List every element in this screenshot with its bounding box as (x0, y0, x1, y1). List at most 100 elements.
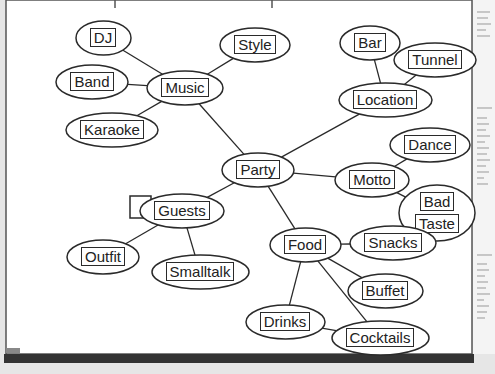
branch-line (128, 84, 148, 85)
illegible-notes (477, 12, 492, 318)
branch-line (322, 328, 337, 330)
ellipse-outline (152, 255, 249, 289)
mind-map-node: Buffet (347, 273, 424, 309)
mind-map-node: Location (338, 82, 433, 118)
branch-line (137, 101, 162, 115)
mind-map-node: Bar (339, 25, 401, 61)
paper-sheets (473, 0, 495, 354)
mind-map-node: Drinks (245, 304, 326, 340)
node-label: DJ (90, 28, 116, 47)
node-text-holder: Style (234, 34, 275, 56)
branch-line (340, 243, 350, 245)
mind-map-node: Snacks (349, 225, 437, 261)
ellipse-outline (222, 153, 294, 187)
ellipse-outline (335, 163, 409, 197)
branch-line (207, 58, 233, 74)
ellipse-outline (67, 240, 139, 274)
node-label: Cocktails (346, 328, 415, 347)
node-text-holder: Food (284, 234, 326, 256)
branch-line (394, 159, 407, 167)
mind-map-node: Band (55, 64, 129, 100)
node-label: Party (236, 160, 279, 179)
node-label: Drinks (260, 312, 311, 331)
eraser (6, 348, 20, 353)
node-label: Location (353, 90, 418, 109)
node-label: Guests (154, 201, 210, 220)
branch-line (187, 228, 195, 255)
ellipse-outline (66, 113, 158, 147)
ellipse-outline (390, 128, 470, 162)
branch-line (281, 114, 359, 157)
ellipse-outline (332, 321, 429, 355)
node-label: Style (234, 35, 275, 54)
mind-map-node: Smalltalk (151, 254, 250, 290)
mind-map-node: Guests (139, 193, 225, 229)
node-text-holder: Dance (404, 134, 455, 156)
ellipse-outline (76, 21, 131, 55)
node-label: Bad Taste (415, 192, 459, 233)
frame-tick (271, 0, 273, 8)
node-label: Band (70, 72, 113, 91)
node-label: Karaoke (80, 120, 144, 139)
node-text-holder: Drinks (260, 311, 311, 333)
node-text-holder: Cocktails (346, 327, 415, 349)
mind-map-node: Food (269, 227, 342, 263)
node-text-holder: DJ (90, 27, 116, 49)
mind-map-node: Style (219, 27, 291, 63)
node-text-holder: Karaoke (80, 119, 144, 141)
node-label: Snacks (364, 233, 421, 252)
ellipse-outline (140, 194, 224, 228)
ellipse-outline (340, 26, 400, 60)
ellipse-outline (56, 65, 128, 99)
branch-line (289, 262, 300, 305)
branch-line (199, 104, 244, 155)
mind-map-node: Dance (389, 127, 471, 163)
branch-line (123, 50, 163, 74)
ellipse-outline (220, 28, 290, 62)
mind-map-node: Tunnel (393, 42, 477, 78)
node-text-holder: Music (161, 77, 208, 99)
branch-line (404, 75, 416, 84)
mind-map-node: Karaoke (65, 112, 159, 148)
mind-map-node: Music (146, 70, 224, 106)
ellipse-outline (147, 71, 223, 105)
branch-line (397, 193, 406, 198)
branch-line (328, 258, 362, 278)
mind-map-node: Party (221, 152, 295, 188)
branch-line (293, 173, 335, 177)
ellipse-outline (270, 228, 341, 262)
node-text-holder: Motto (349, 169, 395, 191)
ellipse-outline (348, 274, 423, 308)
ellipse-outline (350, 226, 436, 260)
mind-map-node: DJ (75, 20, 132, 56)
node-text-holder: Party (236, 159, 279, 181)
frame-tick (114, 0, 116, 8)
node-text-holder: Bad Taste (413, 191, 461, 235)
ellipse-outline (394, 43, 476, 77)
node-text-holder: Smalltalk (166, 261, 235, 283)
node-label: Food (284, 235, 326, 254)
node-label: Buffet (362, 281, 409, 300)
node-label: Dance (404, 135, 455, 154)
ellipse-outline (339, 83, 432, 117)
node-text-holder: Bar (354, 32, 385, 54)
node-text-holder: Buffet (362, 280, 409, 302)
mind-map-node: Outfit (66, 239, 140, 275)
node-label: Outfit (81, 247, 125, 266)
ellipse-outline (246, 305, 325, 339)
node-label: Motto (349, 170, 395, 189)
node-text-holder: Location (353, 89, 418, 111)
mind-map-node: Motto (334, 162, 410, 198)
marker-tray (4, 354, 474, 363)
node-label: Music (161, 78, 208, 97)
node-text-holder: Snacks (364, 232, 421, 254)
node-text-holder: Tunnel (408, 49, 461, 71)
branch-line (207, 183, 234, 198)
branch-line (268, 186, 295, 228)
branch-line (374, 60, 380, 83)
node-label: Tunnel (408, 50, 461, 69)
node-text-holder: Band (70, 71, 113, 93)
mind-map-node: Cocktails (331, 320, 430, 356)
